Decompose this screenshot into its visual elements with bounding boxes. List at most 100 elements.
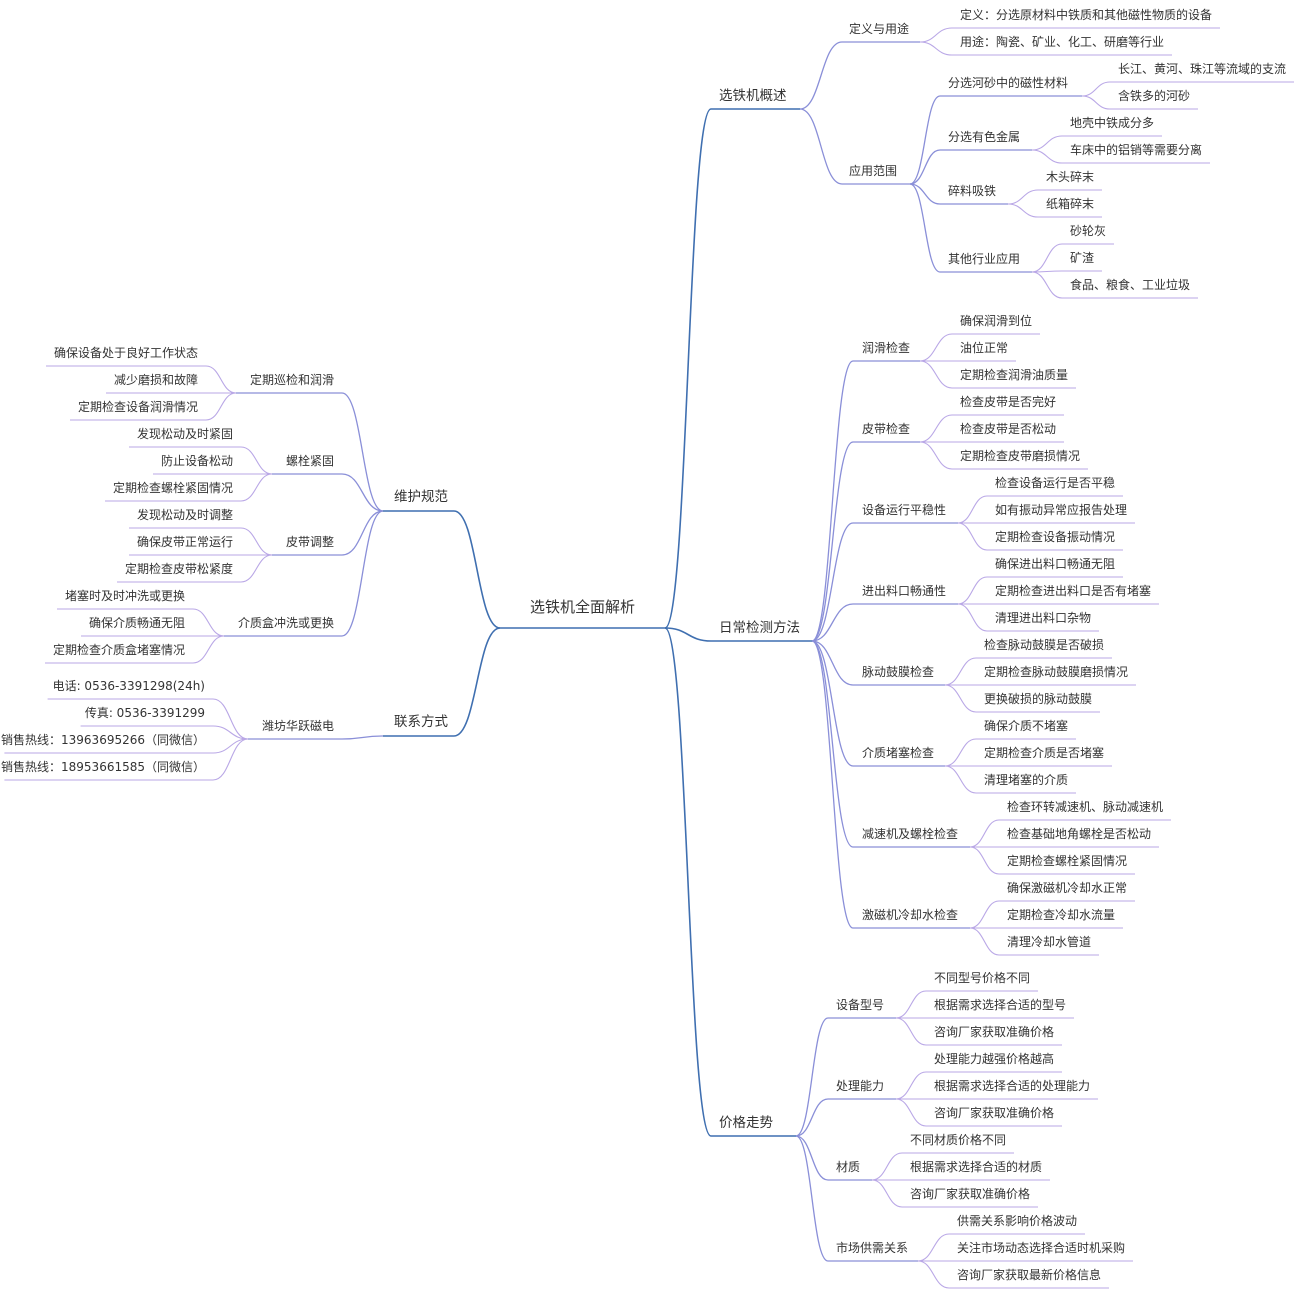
leaf-item: 清理堵塞的介质 xyxy=(984,772,1068,787)
leaf-connector xyxy=(1081,95,1111,110)
subtopic-connector xyxy=(341,473,384,512)
leaf-item: 检查设备运行是否平稳 xyxy=(995,475,1115,490)
subtopic: 定期巡检和润滑 xyxy=(250,372,334,387)
subtopic: 介质堵塞检查 xyxy=(862,745,934,760)
leaf-connector xyxy=(917,1260,950,1289)
leaf-item: 咨询厂家获取准确价格 xyxy=(910,1186,1030,1201)
leaf-item: 清理进出料口杂物 xyxy=(995,611,1091,625)
leaf-connector xyxy=(895,1098,927,1127)
subtopic: 分选河砂中的磁性材料 xyxy=(948,75,1068,90)
leaf-item: 定期检查设备润滑情况 xyxy=(78,399,198,414)
branch-topic: 日常检测方法 xyxy=(719,620,800,636)
branch-connector xyxy=(664,627,712,642)
leaf-item: 定期检查进出料口是否有堵塞 xyxy=(995,583,1151,598)
leaf-item: 定期检查螺栓紧固情况 xyxy=(1007,853,1127,868)
leaf-item: 减少磨损和故障 xyxy=(114,372,198,387)
leaf-connector xyxy=(192,608,225,637)
subtopic-connector xyxy=(811,640,854,929)
subtopic-connector xyxy=(811,360,854,642)
leaf-connector xyxy=(957,576,988,605)
leaf-item: 确保介质不堵塞 xyxy=(984,718,1068,733)
subtopic-connector xyxy=(909,183,941,205)
leaf-connector xyxy=(969,927,1000,956)
branch-connector xyxy=(453,510,501,629)
branch-connector xyxy=(664,108,712,629)
subtopic-connector xyxy=(341,510,384,556)
leaf-connector xyxy=(212,738,249,754)
subtopic: 潍坊华跃磁电 xyxy=(262,718,334,733)
branch-topic: 联系方式 xyxy=(394,714,448,730)
leaf-item: 定期检查螺栓紧固情况 xyxy=(113,480,233,495)
subtopic: 介质盒冲洗或更换 xyxy=(238,615,334,630)
leaf-item: 更换破损的脉动鼓膜 xyxy=(984,691,1092,706)
leaf-item: 如有振动异常应报告处理 xyxy=(995,502,1127,517)
leaf-item: 定期检查介质是否堵塞 xyxy=(984,745,1104,760)
leaf-item: 发现松动及时调整 xyxy=(137,507,233,522)
leaf-item: 清理冷却水管道 xyxy=(1007,934,1091,949)
leaf-connector xyxy=(969,900,1000,929)
leaf-item: 地壳中铁成分多 xyxy=(1070,115,1154,130)
root-topic: 选铁机全面解析 xyxy=(530,598,635,616)
leaf-item: 咨询厂家获取最新价格信息 xyxy=(957,1267,1101,1282)
leaf-item: 确保设备处于良好工作状态 xyxy=(54,345,198,360)
subtopic-connector xyxy=(341,735,384,740)
leaf-item: 确保介质畅通无阻 xyxy=(89,616,185,630)
subtopic: 定义与用途 xyxy=(849,21,909,36)
leaf-connector xyxy=(240,554,273,583)
leaf-item: 防止设备松动 xyxy=(161,453,233,468)
leaf-connector xyxy=(957,522,988,551)
leaf-item: 长江、黄河、珠江等流域的支流 xyxy=(1118,61,1286,76)
subtopic: 皮带检查 xyxy=(862,421,910,436)
subtopic-connector xyxy=(341,392,384,512)
subtopic: 减速机及螺栓检查 xyxy=(862,826,958,841)
subtopic: 螺栓紧固 xyxy=(286,453,334,468)
leaf-connector xyxy=(205,392,237,421)
leaf-connector xyxy=(895,990,927,1019)
leaf-connector xyxy=(871,1152,903,1181)
leaf-item: 定期检查皮带松紧度 xyxy=(125,561,233,576)
subtopic: 应用范围 xyxy=(849,163,897,178)
leaf-connector xyxy=(919,333,953,362)
leaf-item: 检查脉动鼓膜是否破损 xyxy=(984,637,1104,652)
leaf-item: 咨询厂家获取准确价格 xyxy=(934,1105,1054,1120)
subtopic-connector xyxy=(811,640,854,686)
leaf-item: 传真: 0536-3391299 xyxy=(85,705,205,720)
leaf-connector xyxy=(957,603,988,632)
subtopic: 碎料吸铁 xyxy=(948,183,996,198)
branch-topic: 选铁机概述 xyxy=(719,88,787,104)
subtopic: 润滑检查 xyxy=(862,340,910,355)
branch-topic: 价格走势 xyxy=(719,1115,773,1131)
leaf-connector xyxy=(240,446,273,475)
subtopic: 处理能力 xyxy=(836,1079,884,1093)
leaf-connector xyxy=(919,441,953,470)
leaf-item: 检查基础地角螺栓是否松动 xyxy=(1007,826,1151,841)
subtopic: 其他行业应用 xyxy=(948,251,1020,266)
subtopic-connector xyxy=(811,522,854,642)
leaf-item: 确保皮带正常运行 xyxy=(137,535,233,549)
leaf-item: 纸箱碎末 xyxy=(1046,196,1094,211)
branch-connector xyxy=(664,627,712,1137)
subtopic-connector xyxy=(795,1135,829,1181)
leaf-item: 根据需求选择合适的型号 xyxy=(934,997,1066,1012)
leaf-connector xyxy=(895,1017,927,1046)
subtopic-connector xyxy=(799,108,843,185)
subtopic: 进出料口畅通性 xyxy=(862,584,946,598)
subtopic: 皮带调整 xyxy=(286,534,334,549)
leaf-item: 确保进出料口畅通无阻 xyxy=(995,557,1115,571)
leaf-item: 关注市场动态选择合适时机采购 xyxy=(957,1240,1125,1255)
subtopic-connector xyxy=(811,603,854,642)
leaf-connector xyxy=(895,1071,927,1100)
leaf-item: 用途：陶瓷、矿业、化工、研磨等行业 xyxy=(960,34,1164,49)
leaf-item: 定期检查皮带磨损情况 xyxy=(960,448,1080,463)
subtopic: 设备型号 xyxy=(836,998,884,1012)
leaf-item: 堵塞时及时冲洗或更换 xyxy=(65,588,185,603)
leaf-connector xyxy=(1031,271,1063,299)
leaf-connector xyxy=(1007,189,1039,205)
branch-connector xyxy=(453,627,501,737)
leaf-item: 不同材质价格不同 xyxy=(910,1132,1006,1147)
leaf-item: 矿渣 xyxy=(1070,251,1094,265)
subtopic: 脉动鼓膜检查 xyxy=(862,664,934,679)
leaf-connector xyxy=(212,698,249,740)
leaf-connector xyxy=(917,1233,950,1262)
leaf-connector xyxy=(212,738,249,781)
